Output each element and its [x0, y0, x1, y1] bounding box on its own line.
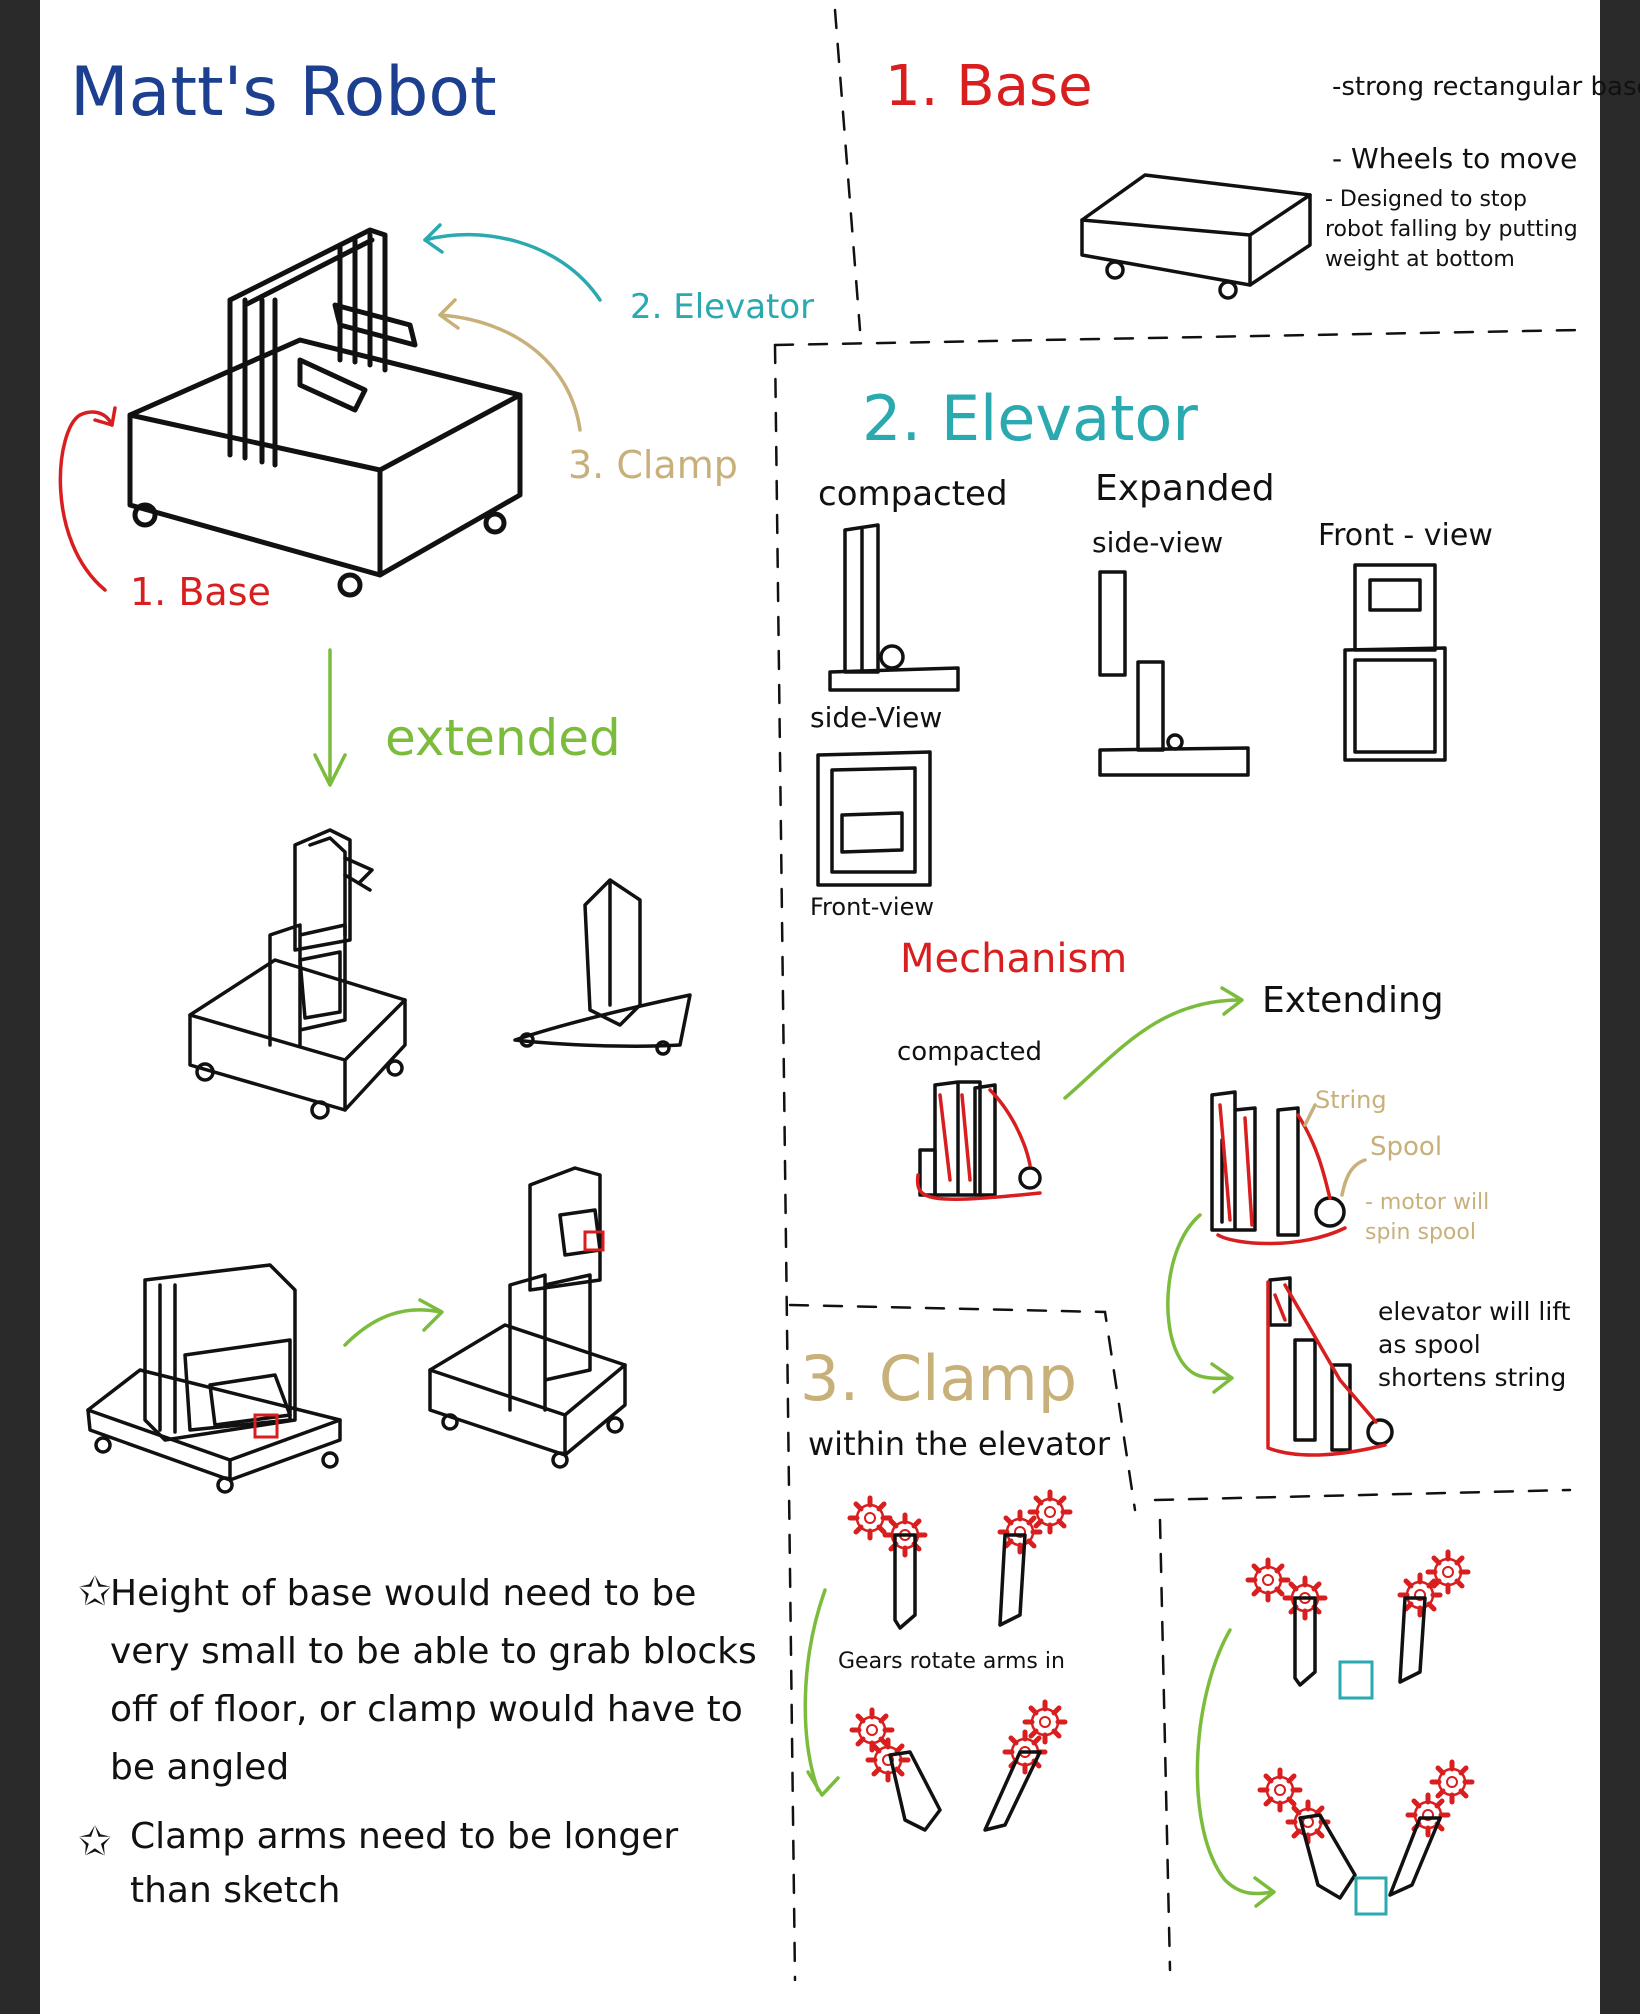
base-pointer-arrow — [58, 410, 114, 592]
clamp-heading: 3. Clamp — [800, 1342, 1077, 1415]
extended-robot-sketch — [188, 828, 407, 1120]
expanded-side-sketch — [1098, 570, 1250, 777]
compacted-front-sketch — [816, 750, 932, 887]
base-note-3: - Designed to stop robot falling by putt… — [1325, 187, 1578, 272]
overview-label-elevator: 2. Elevator — [630, 287, 814, 327]
overview-label-base: 1. Base — [130, 570, 271, 614]
mechanism-compacted-label: compacted — [897, 1037, 1042, 1067]
clamp-closed-sketch — [852, 1702, 1065, 1832]
side-profile-sketch — [513, 878, 692, 1056]
note-star-2: Clamp arms need to be longer than sketch — [130, 1816, 678, 1911]
clamp-block-open-sketch — [1248, 1552, 1468, 1700]
section-dividers — [773, 8, 1582, 1982]
base-notes: -strong rectangular base - Wheels to mov… — [1325, 72, 1640, 272]
clamp-subheading: within the elevator — [808, 1425, 1111, 1463]
clamp-block-arrow — [1195, 1628, 1276, 1908]
mechanism-heading: Mechanism — [900, 936, 1127, 982]
note-star-2-icon: ✩ — [78, 1819, 112, 1865]
expanded-front-view-label: Front - view — [1318, 518, 1493, 553]
pickup-lifted-sketch — [428, 1166, 627, 1469]
string-label: String — [1315, 1086, 1387, 1114]
clamp-rotate-arrow — [803, 1588, 840, 1797]
base-note-2: - Wheels to move — [1332, 142, 1577, 175]
page-title: Matt's Robot — [70, 53, 497, 132]
base-note-1: -strong rectangular base — [1332, 72, 1640, 102]
clamp-pointer-arrow — [438, 313, 582, 432]
extending-arrow — [1063, 986, 1244, 1100]
mechanism-lifted-sketch — [1266, 1276, 1394, 1457]
extended-down-arrow — [313, 648, 347, 787]
extending-label: Extending — [1262, 980, 1444, 1021]
elevator-compacted-label: compacted — [818, 474, 1008, 514]
compacted-side-sketch — [828, 523, 960, 692]
base-sketch — [1080, 173, 1312, 300]
overview-robot-sketch — [127, 227, 523, 598]
string-pointer — [1303, 1103, 1317, 1127]
lift-note: elevator will lift as spool shortens str… — [1378, 1297, 1570, 1392]
lift-arrow — [1166, 1213, 1234, 1394]
clamp-open-sketch — [850, 1492, 1070, 1630]
spool-label: Spool — [1370, 1132, 1442, 1162]
mechanism-extending-sketch — [1210, 1090, 1347, 1246]
pickup-arrow — [343, 1298, 444, 1347]
motor-note: - motor will spin spool — [1365, 1190, 1489, 1245]
expanded-side-view-label: side-view — [1092, 526, 1223, 559]
clamp-block-closed-sketch — [1260, 1762, 1472, 1916]
overview-label-clamp: 3. Clamp — [568, 443, 738, 487]
note-star-1-icon: ✩ — [78, 1569, 112, 1615]
compacted-front-view-label: Front-view — [810, 893, 934, 921]
spool-pointer — [1340, 1158, 1367, 1197]
compacted-side-view-label: side-View — [810, 701, 942, 734]
note-star-1: Height of base would need to be very sma… — [110, 1573, 757, 1788]
elevator-heading: 2. Elevator — [862, 382, 1198, 455]
elevator-pointer-arrow — [423, 232, 602, 302]
expanded-front-sketch — [1343, 563, 1447, 762]
pickup-start-sketch — [86, 1263, 342, 1494]
extended-label: extended — [385, 709, 621, 767]
elevator-expanded-label: Expanded — [1095, 468, 1275, 509]
gears-note: Gears rotate arms in — [838, 1649, 1065, 1674]
mechanism-compacted-sketch — [915, 1080, 1042, 1201]
base-heading: 1. Base — [885, 54, 1093, 119]
